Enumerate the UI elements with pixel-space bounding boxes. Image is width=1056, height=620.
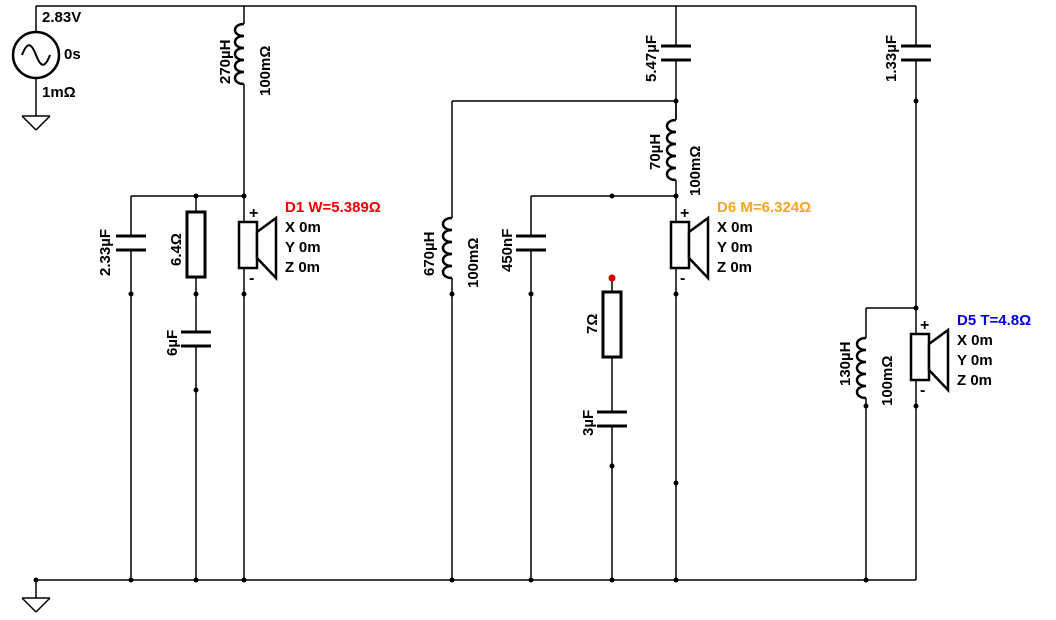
mid-series-capacitor-value: 5.47µF [643,35,660,82]
tweeter-driver-y: Y 0m [957,352,993,369]
tweeter-driver-name: D5 T=4.8Ω [957,312,1031,329]
woofer-capacitor-value: 2.33µF [97,229,114,276]
mid-branch-wiring [449,98,679,583]
woofer-shunt-capacitor[interactable] [116,234,146,252]
mid-shunt-capacitor[interactable] [516,234,546,252]
tweeter-series-capacitor[interactable] [901,6,931,334]
tweeter-driver-z: Z 0m [957,372,992,389]
tweeter-inductor-resistance: 100mΩ [879,356,896,406]
woofer-driver-y: Y 0m [285,239,321,256]
tweeter-inductor-value: 130µH [837,341,854,386]
mid-shunt-inductor-value: 670µH [421,231,438,276]
tweeter-capacitor-value: 1.33µF [883,35,900,82]
mid-series-inductor-value: 70µH [647,134,664,170]
tweeter-minus-sign: - [920,382,925,399]
woofer-node-wiring [128,193,247,583]
mid-plus-sign: + [680,205,689,222]
woofer-driver-speaker-icon[interactable] [237,215,278,282]
woofer-driver-name: D1 W=5.389Ω [285,199,381,216]
mid-minus-sign: - [680,270,685,287]
mid-driver-x: X 0m [717,219,753,236]
mid-notch-capacitor-value: 3µF [580,410,597,436]
top-rail [35,5,916,116]
mid-notch-resistor-value: 7Ω [584,314,601,334]
woofer-inductor-value: 270µH [217,39,234,84]
woofer-series-inductor[interactable] [233,6,245,196]
woofer-minus-sign: - [249,270,254,287]
bottom-rail [21,577,916,613]
mid-shunt-inductor[interactable] [441,216,453,280]
mid-driver-speaker-icon[interactable] [669,215,710,282]
tweeter-shunt-inductor[interactable] [855,336,867,400]
woofer-zobel-capacitor-value: 6µF [164,330,181,356]
mid-shunt-inductor-resistance: 100mΩ [465,238,482,288]
mid-notch-capacitor[interactable] [597,410,627,580]
mid-series-inductor-resistance: 100mΩ [687,146,704,196]
mid-driver-y: Y 0m [717,239,753,256]
woofer-driver-x: X 0m [285,219,321,236]
tweeter-wiring [863,98,919,583]
mid-notch-resistor[interactable] [601,278,623,412]
woofer-inductor-resistance: 100mΩ [257,46,274,96]
mid-driver-z: Z 0m [717,259,752,276]
woofer-resistor-value: 6.4Ω [168,233,185,266]
tweeter-plus-sign: + [920,317,929,334]
mid-series-inductor[interactable] [665,101,677,182]
source-voltage-label: 2.83V [42,9,81,26]
probe-marker-dot[interactable] [608,274,616,282]
source-phase-label: 0s [64,46,81,63]
woofer-plus-sign: + [249,205,258,222]
woofer-zobel-capacitor[interactable] [181,330,211,348]
tweeter-driver-speaker-icon[interactable] [909,327,950,394]
mid-driver-name: D6 M=6.324Ω [717,199,811,216]
source-resistance-label: 1mΩ [42,84,76,101]
woofer-zobel-resistor[interactable] [185,210,207,279]
mid-shunt-capacitor-value: 450nF [499,229,516,272]
woofer-driver-z: Z 0m [285,259,320,276]
tweeter-driver-x: X 0m [957,332,993,349]
voltage-source[interactable] [11,30,61,80]
ground-symbol-source [21,115,51,131]
